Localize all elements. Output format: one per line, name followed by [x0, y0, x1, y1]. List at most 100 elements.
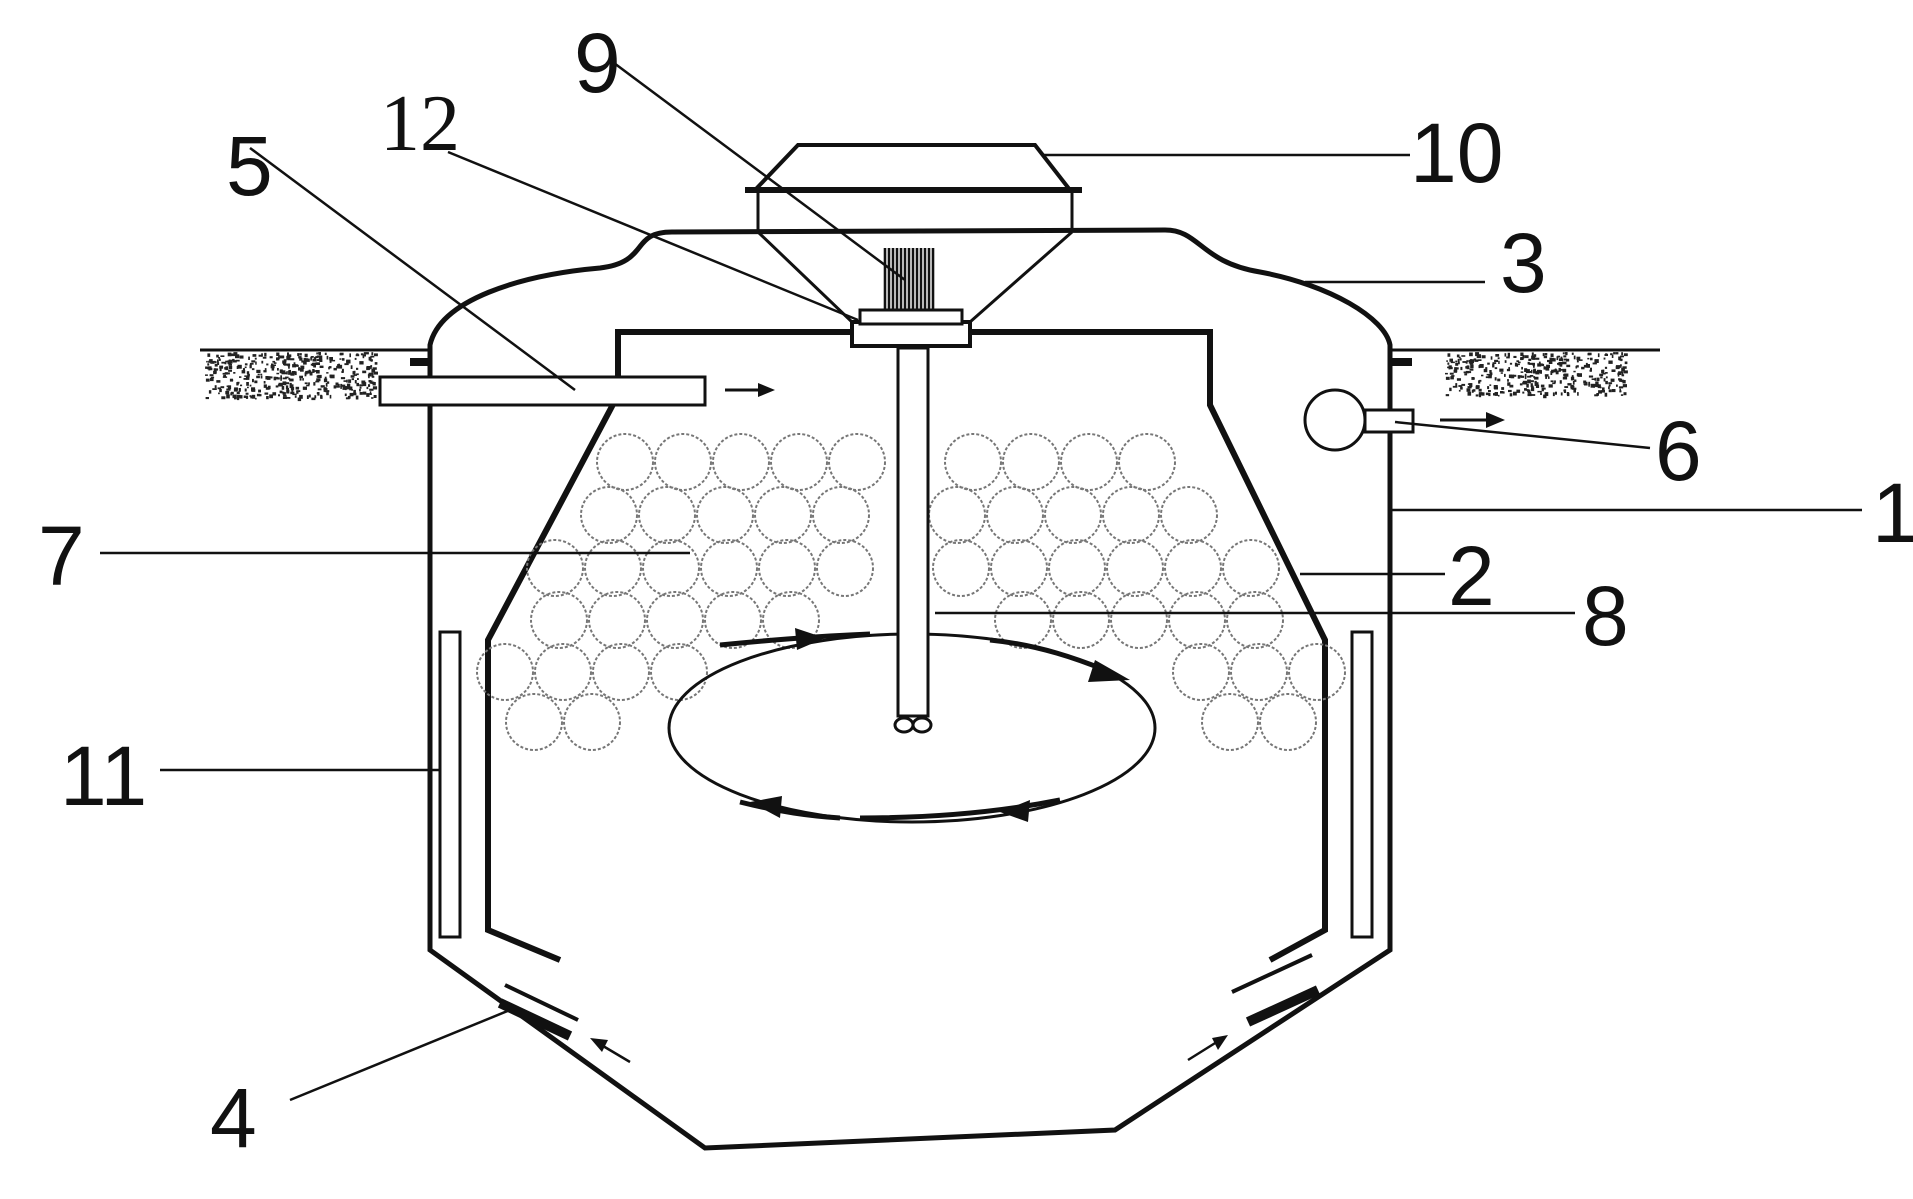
- soil-speck: [228, 369, 232, 372]
- soil-speck: [1500, 391, 1504, 394]
- filler-ball: [1230, 643, 1288, 701]
- soil-speck: [1620, 355, 1624, 358]
- soil-speck: [239, 376, 242, 378]
- soil-speck: [362, 391, 367, 395]
- soil-speck: [255, 397, 257, 400]
- soil-speck: [370, 367, 372, 369]
- soil-speck: [1621, 379, 1625, 383]
- soil-speck: [1466, 365, 1470, 370]
- soil-speck: [222, 372, 227, 375]
- soil-speck: [1525, 369, 1530, 374]
- soil-speck: [306, 384, 310, 387]
- soil-speck: [213, 368, 217, 373]
- soil-speck: [283, 362, 286, 366]
- soil-speck: [1509, 384, 1514, 388]
- soil-speck: [317, 359, 321, 361]
- soil-speck: [359, 388, 361, 392]
- soil-speck: [285, 385, 289, 390]
- soil-speck: [1576, 365, 1579, 368]
- soil-speck: [212, 388, 217, 390]
- soil-speck: [284, 372, 288, 375]
- soil-speck: [349, 353, 351, 358]
- soil-speck: [1601, 390, 1605, 393]
- soil-speck: [264, 368, 267, 372]
- soil-speck: [1522, 391, 1525, 394]
- filler-ball: [704, 591, 762, 649]
- soil-speck: [324, 390, 330, 393]
- soil-speck: [1509, 393, 1513, 397]
- motor-fins: [883, 248, 935, 310]
- soil-speck: [1456, 367, 1459, 370]
- soil-speck: [1509, 362, 1513, 365]
- soil-speck: [217, 362, 220, 365]
- soil-speck: [237, 394, 241, 398]
- soil-speck: [294, 395, 297, 398]
- filler-ball: [1052, 591, 1110, 649]
- soil-speck: [244, 363, 248, 366]
- filler-ball: [646, 591, 704, 649]
- soil-speck: [1481, 374, 1484, 377]
- soil-speck: [1497, 378, 1501, 382]
- soil-speck: [1548, 376, 1550, 379]
- soil-speck: [205, 378, 210, 382]
- soil-speck: [286, 387, 289, 391]
- soil-speck: [1473, 377, 1475, 380]
- soil-speck: [1603, 357, 1606, 360]
- soil-speck: [1599, 373, 1604, 377]
- soil-speck: [305, 358, 309, 362]
- soil-speck: [1552, 392, 1555, 397]
- soil-speck: [225, 360, 228, 363]
- soil-speck: [1464, 373, 1468, 376]
- soil-speck: [1499, 368, 1504, 372]
- soil-speck: [1615, 366, 1620, 370]
- soil-speck: [1504, 373, 1506, 377]
- soil-speck: [1546, 364, 1550, 369]
- filler-ball: [1259, 693, 1317, 751]
- soil-speck: [206, 360, 208, 363]
- soil-speck: [1559, 369, 1563, 371]
- soil-speck: [371, 373, 374, 377]
- soil-speck: [237, 364, 242, 369]
- soil-speck: [1466, 388, 1471, 392]
- soil-speck: [218, 357, 220, 359]
- soil-speck: [1605, 372, 1608, 374]
- soil-speck: [362, 370, 367, 374]
- soil-speck: [1621, 374, 1625, 377]
- soil-speck: [266, 396, 269, 400]
- soil-speck: [1462, 361, 1467, 363]
- soil-speck: [1541, 388, 1544, 392]
- soil-speck: [1573, 355, 1576, 360]
- soil-speck: [340, 377, 346, 380]
- soil-speck: [229, 361, 233, 364]
- soil-speck: [339, 352, 344, 356]
- soil-speck: [1597, 384, 1601, 389]
- soil-speck: [336, 365, 340, 369]
- label-1: 1: [1872, 466, 1913, 560]
- soil-speck: [243, 395, 247, 398]
- soil-speck: [1550, 371, 1553, 375]
- soil-speck: [1527, 361, 1530, 365]
- soil-speck: [1534, 380, 1537, 384]
- soil-speck: [1531, 352, 1534, 356]
- soil-speck: [348, 379, 352, 383]
- soil-speck: [266, 376, 271, 380]
- soil-speck: [210, 362, 215, 364]
- soil-speck: [1533, 354, 1537, 357]
- soil-speck: [1555, 391, 1557, 395]
- filler-ball: [534, 643, 592, 701]
- soil-speck: [308, 394, 311, 398]
- soil-speck: [1604, 392, 1608, 397]
- soil-speck: [295, 364, 298, 367]
- soil-speck: [245, 377, 250, 380]
- soil-speck: [1449, 358, 1453, 362]
- soil-speck: [227, 385, 232, 390]
- soil-speck: [1572, 387, 1577, 390]
- soil-speck: [323, 389, 326, 392]
- soil-speck: [1533, 368, 1536, 372]
- soil-speck: [278, 394, 280, 397]
- soil-speck: [1572, 381, 1575, 385]
- soil-speck: [368, 384, 371, 387]
- soil-speck: [1457, 358, 1460, 362]
- soil-speck: [260, 373, 263, 376]
- soil-speck: [239, 355, 244, 359]
